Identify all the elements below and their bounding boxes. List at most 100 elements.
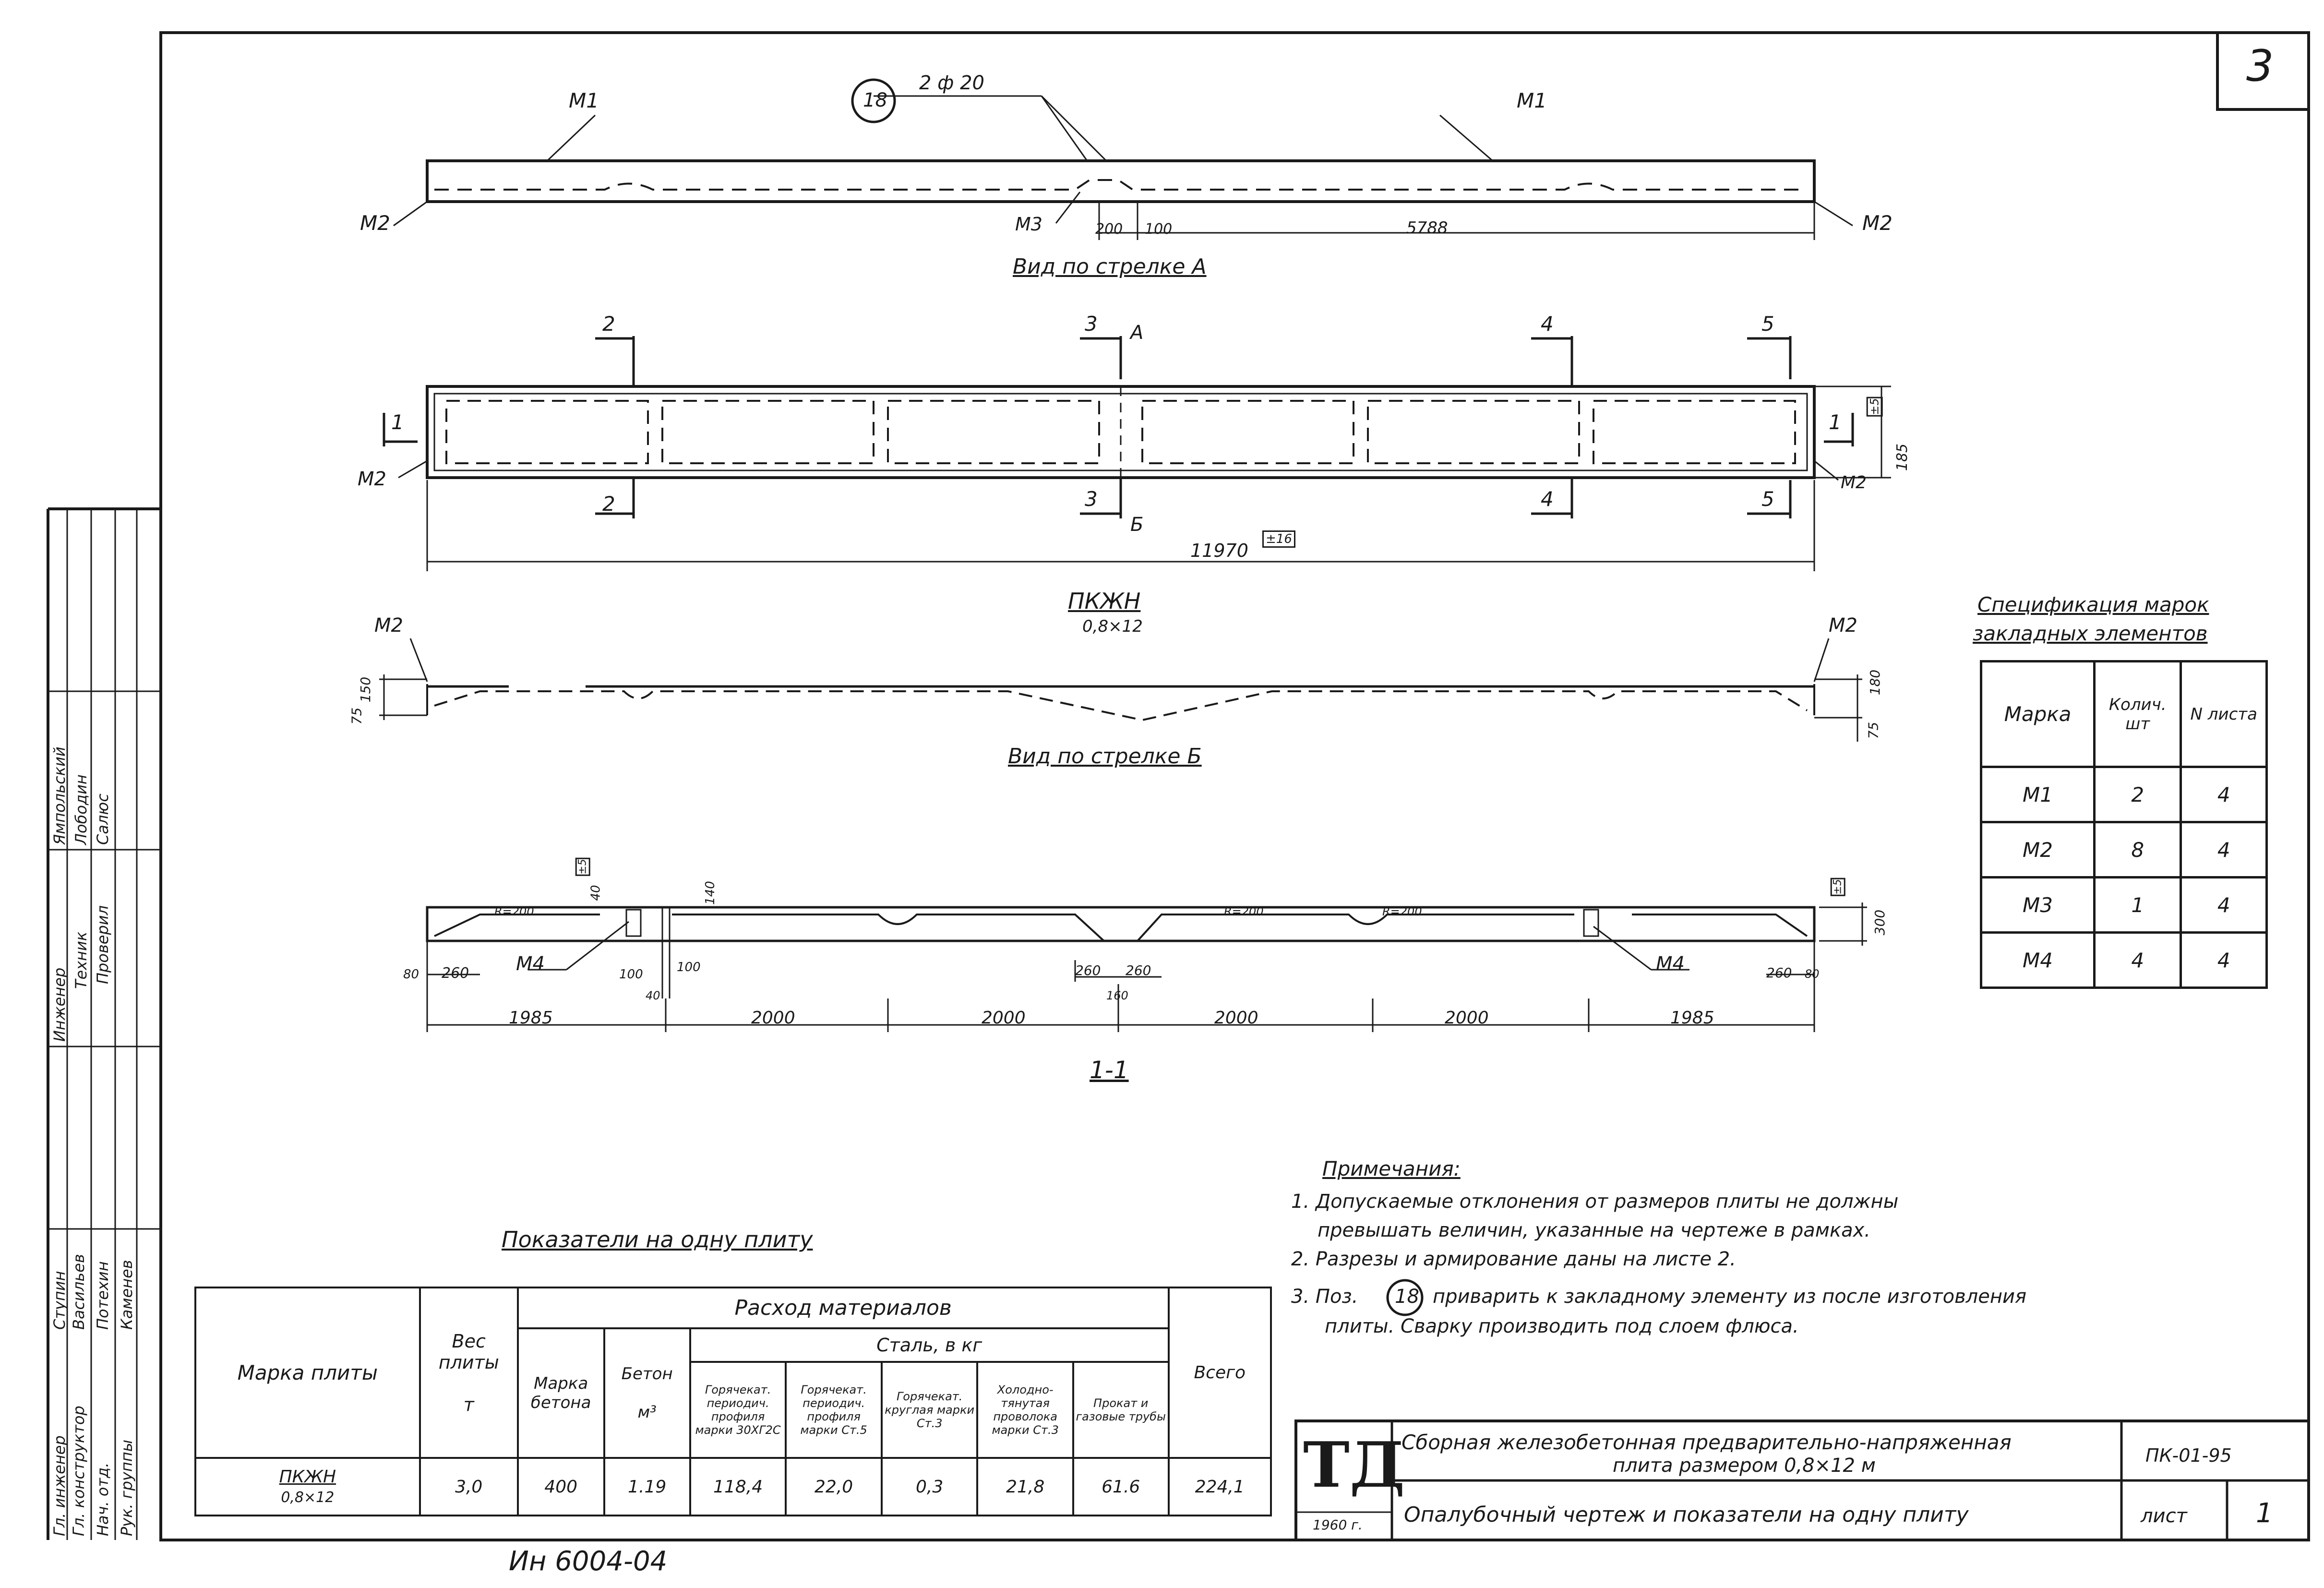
label-m4-left: М4 [516,953,545,975]
sec-160: 160 [1106,989,1128,1002]
label-m2-b-left: М2 [374,614,403,637]
spec-mark: М4 [1979,931,2096,989]
cut-1-right: 1 [1829,410,1842,434]
title-year: 1960 г. [1313,1517,1363,1533]
ind-header-s2: Горячекат. периодич. профиля марки Ст.5 [785,1361,883,1459]
sec-2000-d: 2000 [1445,1008,1489,1028]
spec-qty: 1 [2093,876,2182,934]
cut-3-top: 3 [1085,312,1098,336]
title-line-1: Сборная железобетонная предварительно-на… [1402,1431,2012,1454]
plan-length: 11970 [1190,540,1248,561]
sec-r200-a: R=200 [494,905,534,918]
spec-mark: М1 [1979,766,2096,823]
spec-header-qty: Колич. шт [2093,660,2182,768]
sec-260-c: 260 [1126,962,1151,978]
title-sheet-label: лист [2141,1505,2187,1527]
sec-2000-c: 2000 [1214,1008,1258,1028]
arrow-a: А [1130,322,1144,344]
ind-header-steel: Сталь, в кг [689,1327,1170,1363]
dim-100: 100 [1145,221,1173,238]
label-m2-plan-right: М2 [1841,473,1867,493]
sec-tol-left: ±5 [575,857,590,876]
spec-sheet: 4 [2180,821,2268,878]
note-3-position: 18 [1395,1286,1419,1308]
spec-qty: 4 [2093,931,2182,989]
label-m1-right: М1 [1517,89,1547,112]
dim-5788: 5788 [1406,218,1448,238]
dim-b-75-right: 75 [1865,722,1881,739]
cut-1-left: 1 [391,410,404,434]
title-code: ПК-01-95 [2145,1445,2232,1466]
sec-100-a: 100 [619,967,643,982]
cut-2-top: 2 [602,312,615,336]
ind-header-s4: Холодно-тянутая проволока марки Ст.3 [976,1361,1074,1459]
sec-1985-b: 1985 [1670,1008,1714,1028]
ind-row-mark-name: ПКЖН [279,1467,336,1487]
plan-subtitle: 0,8×12 [1082,617,1143,636]
title-line-2: плита размером 0,8×12 м [1613,1455,1876,1477]
td-logo: ТД [1303,1428,1405,1502]
note-3-text: приварить к закладному элементу из после… [1433,1286,2027,1308]
stamp-role: Инженер [50,967,69,1042]
ind-concrete-label: Бетон [621,1364,673,1383]
stamp-role: Проверил [94,905,112,984]
spec-mark: М3 [1979,876,2096,934]
ind-header-s3: Горячекат. круглая марки Ст.3 [880,1361,979,1459]
note-3b: плиты. Сварку производить под слоем флюс… [1325,1315,1799,1337]
spec-title-1: Спецификация марок [1977,593,2209,616]
ind-row-total: 224,1 [1167,1457,1272,1516]
label-m4-right: М4 [1656,953,1685,975]
ind-weight-unit: т [463,1394,474,1415]
spec-sheet: 4 [2180,876,2268,934]
stamp-name: Ступин [50,1271,69,1330]
label-m2-plan-left: М2 [358,468,386,490]
note-1a: 1. Допускаемые отклонения от размеров пл… [1291,1191,1899,1213]
inventory-number: Ин 6004-04 [509,1546,668,1577]
title-subtitle: Опалубочный чертеж и показатели на одну … [1404,1503,1969,1527]
ind-header-weight: Вес плиты т [419,1287,519,1459]
stamp-name: Салюс [94,794,112,845]
cut-3-bottom: 3 [1085,487,1098,511]
spec-sheet: 4 [2180,766,2268,823]
stamp-role: Техник [72,931,90,989]
section-title: 1-1 [1090,1056,1129,1084]
position-18-marker: 18 [863,89,887,111]
note-3-prefix: 3. Поз. [1291,1286,1358,1308]
ind-row-s2: 22,0 [785,1457,883,1516]
ind-row-s1: 118,4 [689,1457,787,1516]
sec-r200-b: R=200 [1224,905,1264,918]
ind-row-s3: 0,3 [880,1457,979,1516]
cut-5-bottom: 5 [1761,487,1774,511]
sec-r200-c: R=200 [1382,905,1422,918]
sec-100-b: 100 [677,960,701,974]
dim-200: 200 [1095,221,1123,238]
label-m2-top-left: М2 [360,211,390,235]
spec-header-mark: Марка [1979,660,2096,768]
plan-title: ПКЖН [1068,588,1141,614]
sec-260-b: 260 [1075,962,1101,978]
ind-row-concrete-mark: 400 [516,1457,605,1516]
spec-header-sheet: N листа [2180,660,2268,768]
spec-sheet: 4 [2180,931,2268,989]
plan-width-tol: ±5 [1866,397,1883,417]
stamp-name: Лободин [72,774,90,845]
cut-2-bottom: 2 [602,492,615,516]
sheet-number: 3 [2246,41,2274,91]
view-a-title: Вид по стрелке А [1013,254,1207,279]
ind-weight-label: Вес плиты [438,1330,499,1373]
plan-tolerance: ±16 [1262,530,1295,548]
cut-5-top: 5 [1761,312,1774,336]
sec-40-b: 40 [646,989,660,1002]
dim-b-150: 150 [358,676,374,703]
label-m3: М3 [1015,214,1042,235]
dim-b-180: 180 [1867,669,1883,696]
cut-4-top: 4 [1541,312,1554,336]
ind-row-mark-sub: 0,8×12 [281,1489,335,1506]
notes-title: Примечания: [1322,1157,1461,1180]
stamp-role: Нач. отд. [94,1462,112,1536]
ind-row-mark: ПКЖН 0,8×12 [194,1457,421,1516]
cut-4-bottom: 4 [1541,487,1554,511]
